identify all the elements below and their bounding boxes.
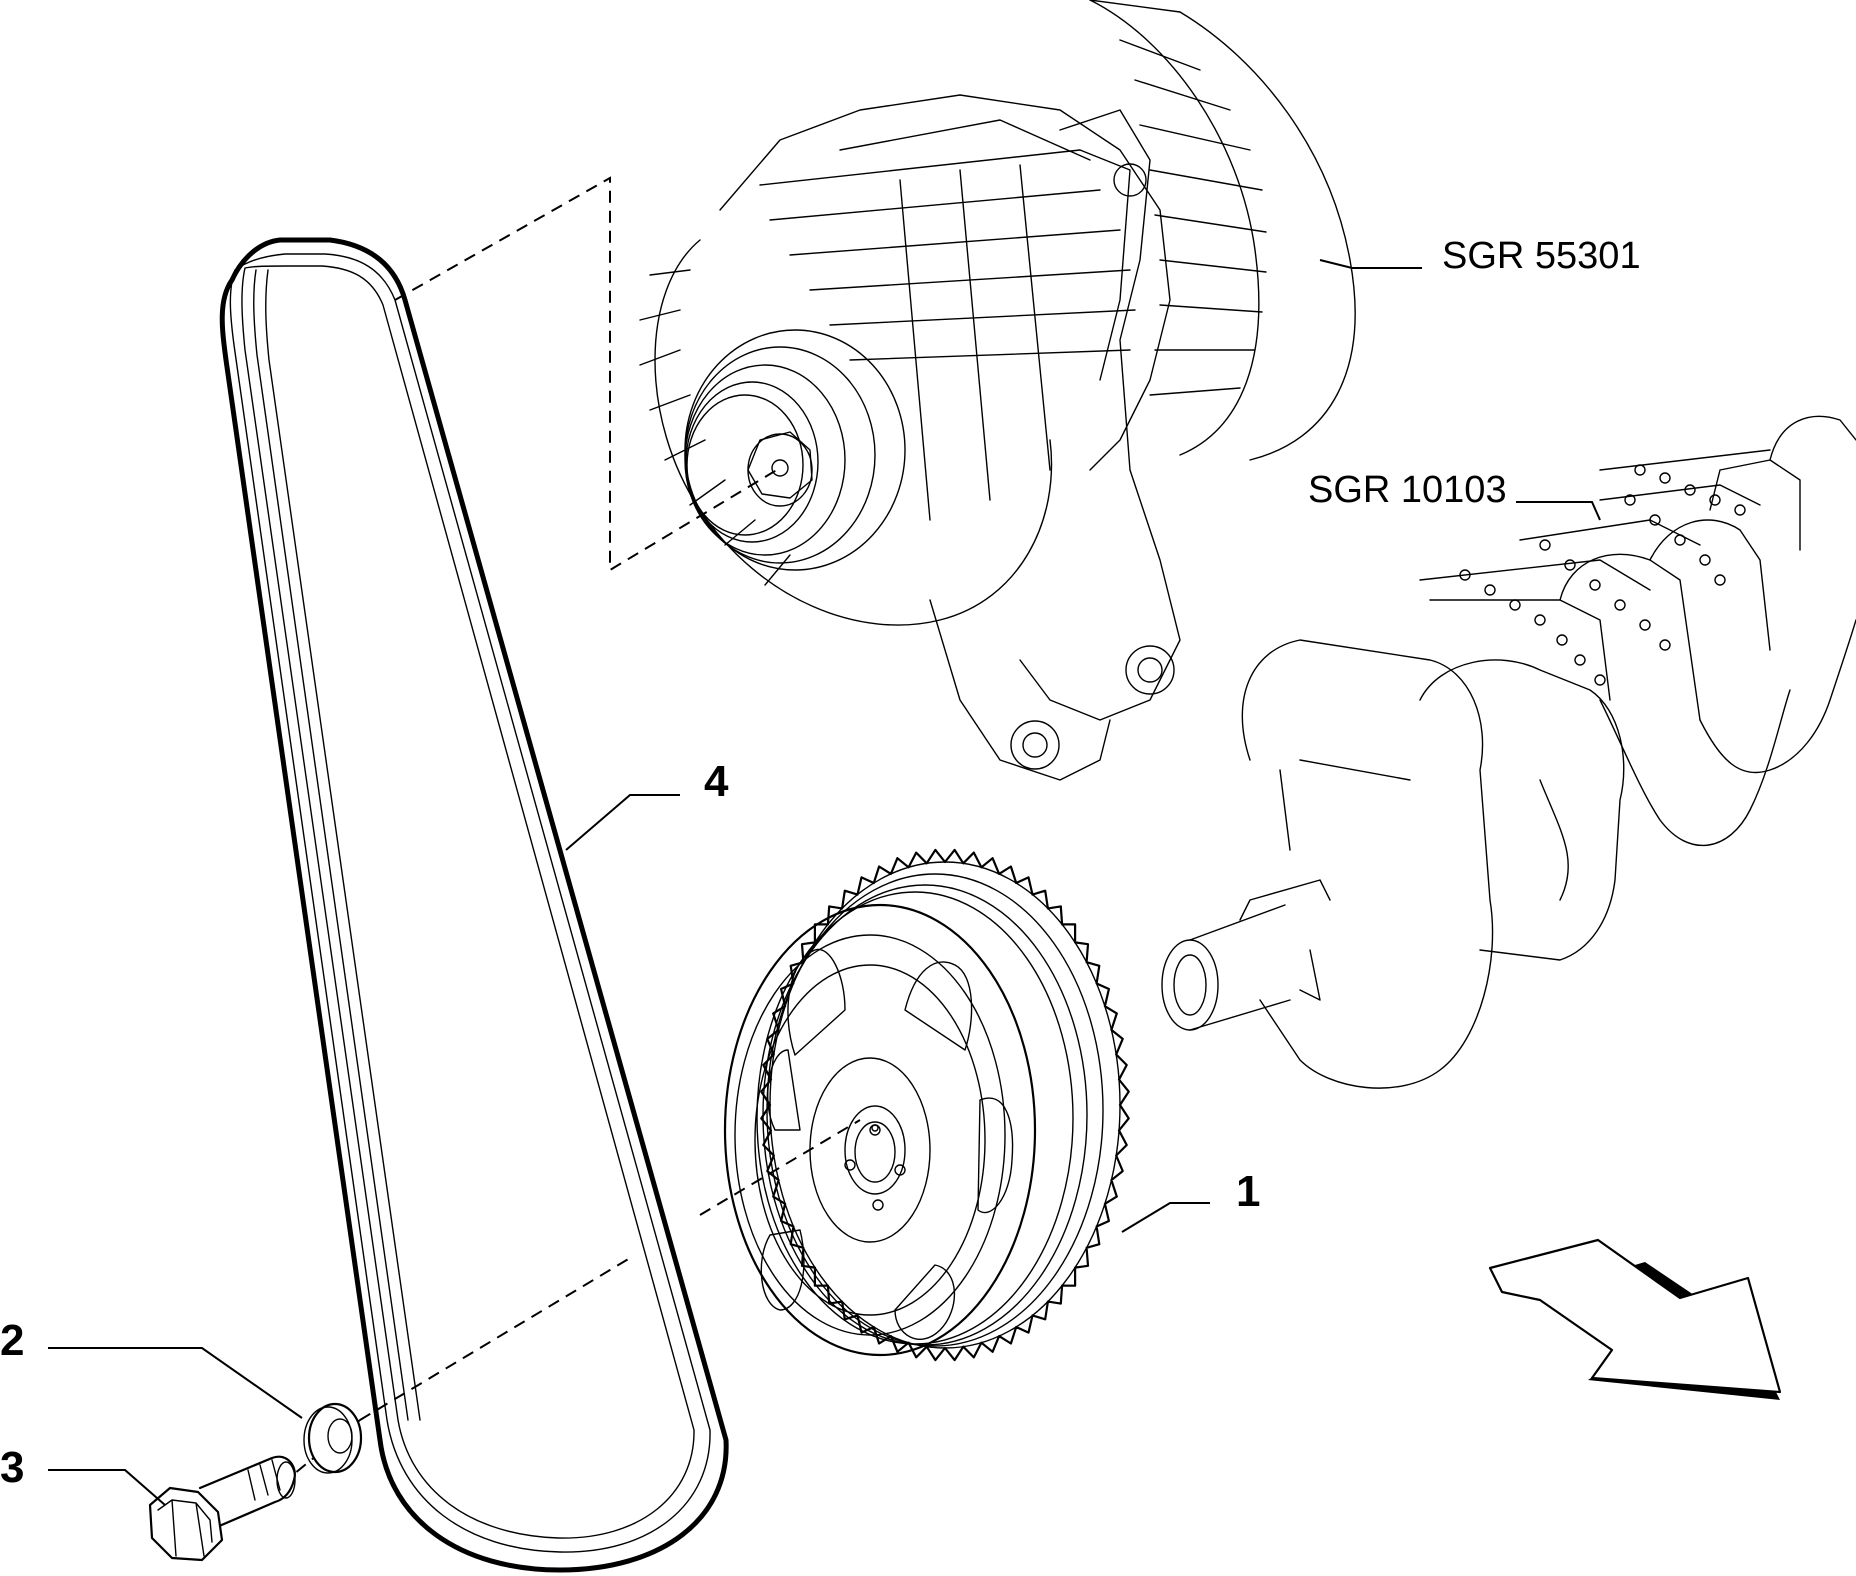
washer-drawing [303, 1402, 363, 1474]
assembly-line-alternator [394, 176, 781, 572]
front-direction-arrow-icon [1488, 1238, 1782, 1400]
reference-alternator: SGR 55301 [1442, 235, 1641, 277]
leader-line-sgr10103 [1516, 501, 1601, 521]
alternator-drawing [639, 0, 1356, 781]
leader-line-4 [565, 794, 680, 851]
leader-line-sgr55301 [1319, 259, 1422, 269]
bolt-drawing [148, 1455, 296, 1562]
reference-crankshaft: SGR 10103 [1308, 469, 1507, 511]
callout-4: 4 [704, 757, 729, 806]
crankshaft-pulley-drawing [723, 848, 1130, 1362]
leader-line-3 [48, 1469, 166, 1506]
assembly-line-pulley-hidden [699, 1119, 861, 1216]
assembly-line-pulley [359, 1257, 631, 1421]
tone-wheel-teeth [760, 848, 1130, 1362]
callout-2: 2 [0, 1316, 24, 1365]
leader-line-1 [1121, 1202, 1210, 1233]
drive-belt-drawing [219, 237, 729, 1573]
callout-3: 3 [0, 1443, 24, 1492]
callout-1: 1 [1236, 1167, 1260, 1216]
leader-line-2 [48, 1347, 303, 1419]
crankshaft-drawing [1161, 415, 1856, 1089]
